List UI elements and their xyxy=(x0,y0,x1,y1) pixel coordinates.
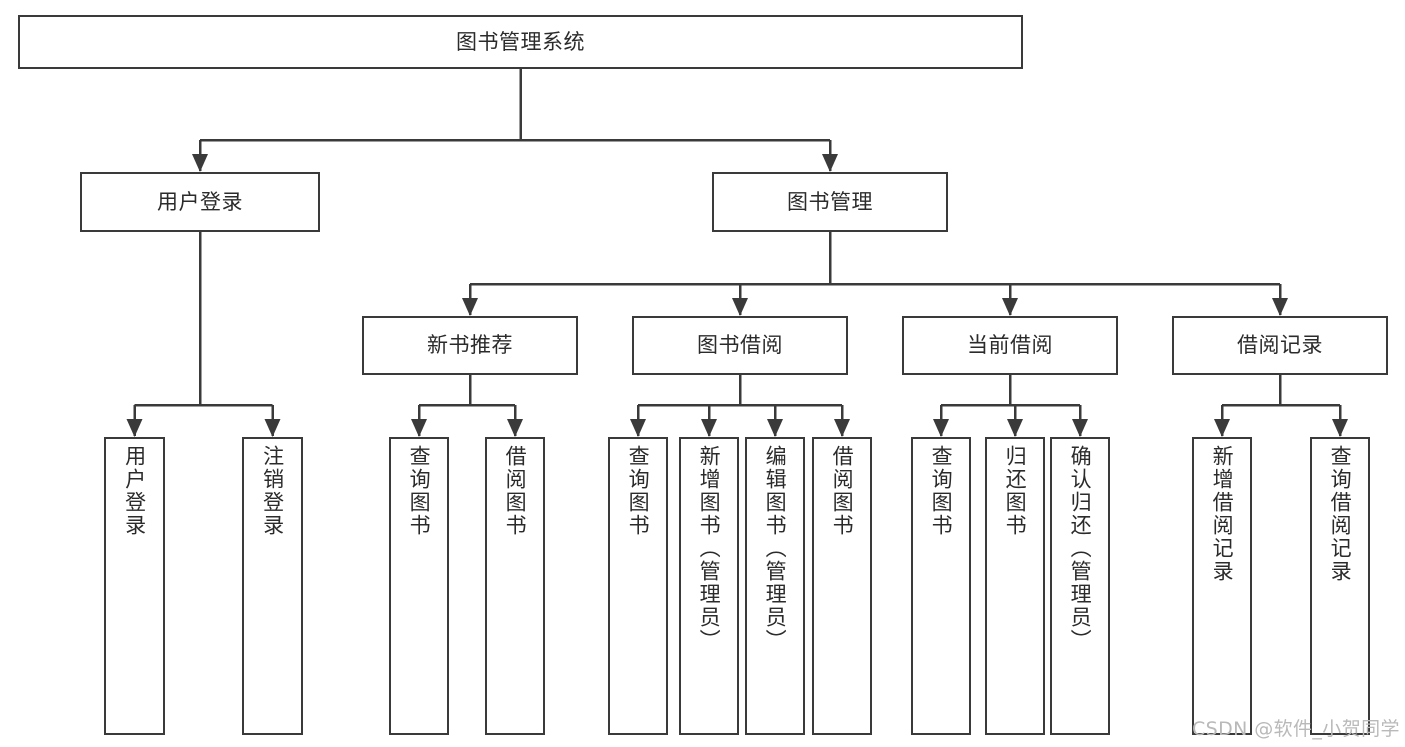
node-login[interactable]: 用户登录 xyxy=(80,172,320,232)
node-label: 借阅记录 xyxy=(1237,333,1323,358)
node-leaf-7[interactable]: 编辑图书（管理员） xyxy=(745,437,805,735)
node-leaf-6[interactable]: 新增图书（管理员） xyxy=(679,437,739,735)
node-label: 注销登录 xyxy=(260,445,285,537)
node-newbook[interactable]: 新书推荐 xyxy=(362,316,578,375)
node-label: 查询借阅记录 xyxy=(1328,445,1353,583)
node-label: 查询图书 xyxy=(929,445,954,537)
node-borrow[interactable]: 图书借阅 xyxy=(632,316,848,375)
node-bookmgmt[interactable]: 图书管理 xyxy=(712,172,948,232)
node-leaf-5[interactable]: 查询图书 xyxy=(608,437,668,735)
node-label: 查询图书 xyxy=(407,445,432,537)
node-leaf-1[interactable]: 用户登录 xyxy=(104,437,165,735)
node-label: 借阅图书 xyxy=(503,445,528,537)
node-label: 用户登录 xyxy=(122,445,147,537)
node-leaf-10[interactable]: 归还图书 xyxy=(985,437,1045,735)
node-label: 新增图书（管理员） xyxy=(697,445,722,652)
node-label: 编辑图书（管理员） xyxy=(763,445,788,652)
node-label: 查询图书 xyxy=(626,445,651,537)
node-label: 确认归还（管理员） xyxy=(1068,445,1093,652)
node-label: 当前借阅 xyxy=(967,333,1053,358)
node-root[interactable]: 图书管理系统 xyxy=(18,15,1023,69)
node-label: 用户登录 xyxy=(157,189,243,214)
node-records[interactable]: 借阅记录 xyxy=(1172,316,1388,375)
node-leaf-4[interactable]: 借阅图书 xyxy=(485,437,545,735)
node-current[interactable]: 当前借阅 xyxy=(902,316,1118,375)
node-leaf-3[interactable]: 查询图书 xyxy=(389,437,449,735)
node-label: 新书推荐 xyxy=(427,333,513,358)
node-leaf-13[interactable]: 查询借阅记录 xyxy=(1310,437,1370,735)
node-leaf-9[interactable]: 查询图书 xyxy=(911,437,971,735)
node-label: 图书管理系统 xyxy=(456,29,585,54)
node-leaf-2[interactable]: 注销登录 xyxy=(242,437,303,735)
node-label: 归还图书 xyxy=(1003,445,1028,537)
node-label: 图书管理 xyxy=(787,189,873,214)
node-label: 新增借阅记录 xyxy=(1210,445,1235,583)
node-leaf-12[interactable]: 新增借阅记录 xyxy=(1192,437,1252,735)
node-label: 图书借阅 xyxy=(697,333,783,358)
node-label: 借阅图书 xyxy=(830,445,855,537)
node-leaf-11[interactable]: 确认归还（管理员） xyxy=(1050,437,1110,735)
node-leaf-8[interactable]: 借阅图书 xyxy=(812,437,872,735)
watermark: CSDN @软件_小贺同学 xyxy=(1192,718,1400,740)
